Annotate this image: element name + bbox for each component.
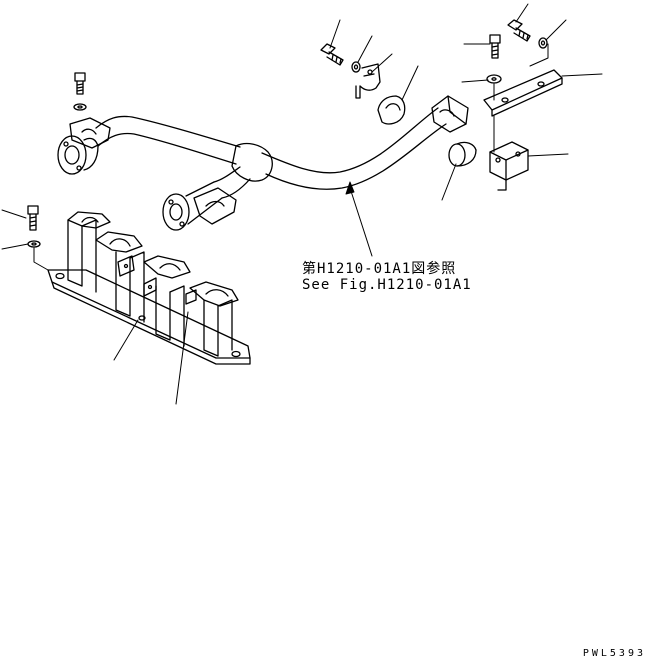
support-bracket [48, 212, 250, 364]
pipe-branch-bottom [222, 179, 250, 198]
saddle-2 [96, 232, 142, 252]
right-lower-bracket [490, 142, 528, 190]
left-pipe-clamp [70, 118, 110, 148]
bolt-mid-top [321, 44, 343, 65]
bolt-left-top [75, 73, 85, 94]
pipe-branch-top [214, 167, 240, 182]
lower-pipe-clamp [194, 188, 236, 224]
pipe-right-top [262, 108, 438, 173]
right-bracket-plate [484, 70, 562, 116]
saddle-3 [144, 256, 190, 278]
washer-left-lower [28, 241, 40, 247]
bolt-right-vertical [490, 35, 500, 58]
pipe-upper-left [96, 116, 240, 147]
bolt-left-lower [28, 206, 38, 230]
pipe-right-bottom [266, 124, 446, 189]
washer-mid-top [352, 62, 360, 72]
lower-flange [163, 182, 236, 230]
saddle-4 [190, 282, 238, 306]
washer-left-top [74, 104, 86, 110]
pipe-junction [232, 144, 272, 181]
saddle-clip-2 [378, 96, 405, 124]
reference-label-jp: 第H1210-01A1図参照 [302, 261, 457, 277]
saddle-1 [68, 212, 110, 228]
pipe-upper-left-lower [98, 134, 236, 165]
drawing-code: PWL5393 [582, 648, 646, 659]
left-flange [58, 118, 110, 174]
elbow-cap [449, 142, 476, 166]
bolt-right-top [508, 20, 530, 41]
leader-lines [2, 4, 602, 404]
reference-label-en: See Fig.H1210-01A1 [302, 277, 472, 293]
washer-right-mid [487, 75, 501, 83]
washer-right-top [539, 38, 547, 48]
pipe-assembly [96, 108, 446, 198]
right-clamp-block [432, 96, 468, 132]
